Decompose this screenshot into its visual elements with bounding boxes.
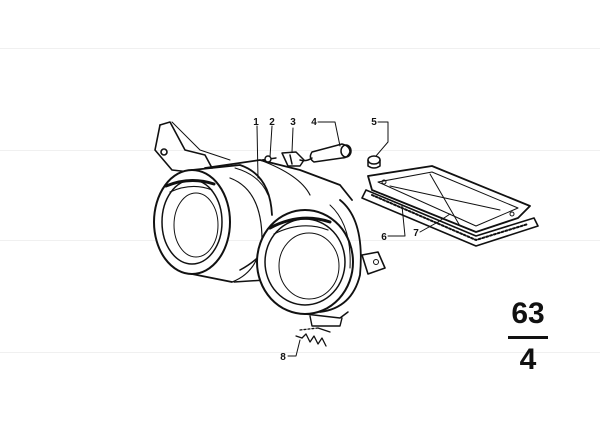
scan-artifact [0, 150, 600, 151]
callout-7: 7 [413, 228, 419, 239]
adjusting-knob [367, 155, 381, 169]
leader-lines [256, 121, 451, 357]
cover-plate [367, 165, 531, 233]
headlight-housing [153, 159, 386, 327]
mounting-bracket [154, 121, 231, 173]
bulb-socket [299, 143, 352, 163]
gasket [361, 189, 539, 247]
callout-3: 3 [290, 117, 296, 128]
reference-page-number: 4 [519, 343, 537, 376]
callout-2: 2 [269, 117, 275, 128]
scan-artifact [0, 48, 600, 49]
callout-8: 8 [280, 352, 286, 363]
spring [295, 327, 331, 347]
reference-divider [508, 336, 548, 339]
adjusting-screw [261, 155, 277, 163]
callout-5: 5 [371, 117, 377, 128]
reference-group-number: 63 [511, 297, 545, 330]
spring-clip [281, 151, 305, 167]
callout-6: 6 [381, 232, 387, 243]
callout-1: 1 [253, 117, 259, 128]
scan-artifact [0, 352, 600, 353]
callout-4: 4 [311, 117, 317, 128]
